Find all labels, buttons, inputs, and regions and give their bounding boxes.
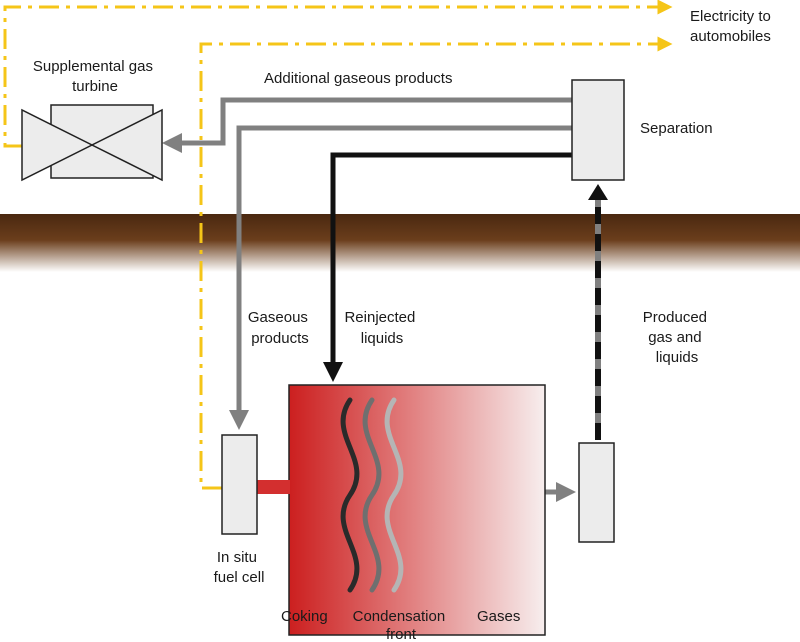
produced-label: Produced gas and liquids	[643, 309, 711, 366]
gases-label: Gases	[477, 608, 520, 625]
additional-gas-line	[162, 97, 572, 153]
electricity-line-fuel-cell	[199, 36, 673, 490]
gaseous-products-label: Gaseous products	[248, 309, 312, 347]
condensation-label: Condensation front	[353, 608, 450, 642]
separation-label: Separation	[640, 120, 713, 137]
fuel-cell-label: In situ fuel cell	[214, 549, 265, 586]
separation-unit	[571, 79, 625, 181]
reinjected-label: Reinjected liquids	[344, 309, 419, 347]
produced-line-arrowhead	[588, 184, 608, 200]
condensation-waves	[340, 397, 404, 593]
additional-gaseous-label: Additional gaseous products	[264, 70, 452, 87]
electricity-lines	[3, 0, 673, 490]
heater-connection	[256, 480, 290, 494]
gaseous-products-line	[229, 125, 572, 430]
reservoir	[288, 384, 546, 636]
wave-light	[384, 397, 404, 593]
electricity-label: Electricity to automobiles	[690, 8, 775, 45]
coking-label: Coking	[281, 608, 328, 625]
reinjected-liquids-line	[323, 152, 572, 382]
ground-surface	[0, 214, 800, 272]
gas-turbine	[21, 104, 163, 182]
producer-unit	[578, 442, 615, 543]
turbine-label: Supplemental gas turbine	[33, 58, 157, 95]
wave-mid	[362, 397, 382, 593]
fuel-cell	[221, 434, 258, 535]
electricity-line-turbine	[3, 0, 673, 148]
gas-lines	[162, 97, 576, 502]
wave-dark	[340, 397, 360, 593]
